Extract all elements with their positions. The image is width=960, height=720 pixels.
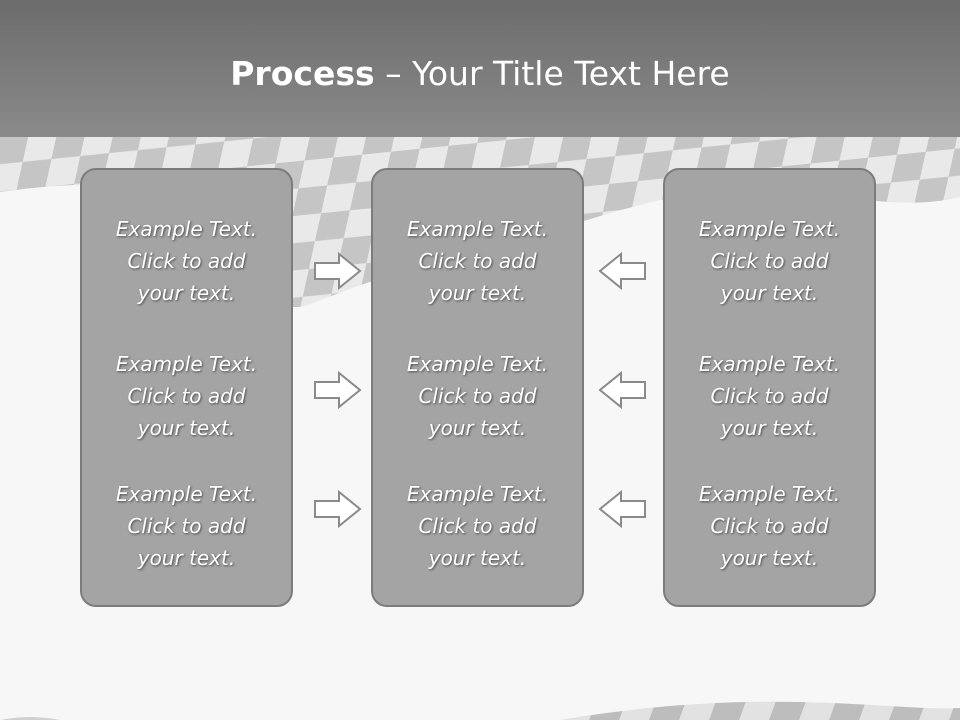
- left-process-box: Example Text. Click to add your text. Ex…: [80, 168, 293, 607]
- left-arrow-icon: [598, 251, 646, 291]
- title-bar: [0, 0, 960, 137]
- left-text-item[interactable]: Example Text. Click to add your text.: [115, 217, 258, 305]
- left-arrow-icon: [598, 489, 646, 529]
- right-process-box: Example Text. Click to add your text. Ex…: [663, 168, 876, 607]
- center-process-box: Example Text. Click to add your text. Ex…: [371, 168, 584, 607]
- left-text-item[interactable]: Example Text. Click to add your text.: [115, 482, 258, 570]
- right-text-item[interactable]: Example Text. Click to add your text.: [698, 352, 841, 440]
- slide-title[interactable]: Process – Your Title Text Here: [0, 52, 960, 96]
- center-text-item[interactable]: Example Text. Click to add your text.: [406, 482, 549, 570]
- right-arrow-icon: [314, 489, 362, 529]
- center-text-item[interactable]: Example Text. Click to add your text.: [406, 352, 549, 440]
- left-arrow-icon: [598, 370, 646, 410]
- right-arrow-icon: [314, 370, 362, 410]
- center-text-item[interactable]: Example Text. Click to add your text.: [406, 217, 549, 305]
- right-text-item[interactable]: Example Text. Click to add your text.: [698, 217, 841, 305]
- left-text-item[interactable]: Example Text. Click to add your text.: [115, 352, 258, 440]
- title-bold: Process: [230, 54, 375, 93]
- checkered-flag-bottom-graphic: [0, 701, 960, 720]
- title-rest: – Your Title Text Here: [374, 54, 730, 93]
- right-text-item[interactable]: Example Text. Click to add your text.: [698, 482, 841, 570]
- right-arrow-icon: [314, 251, 362, 291]
